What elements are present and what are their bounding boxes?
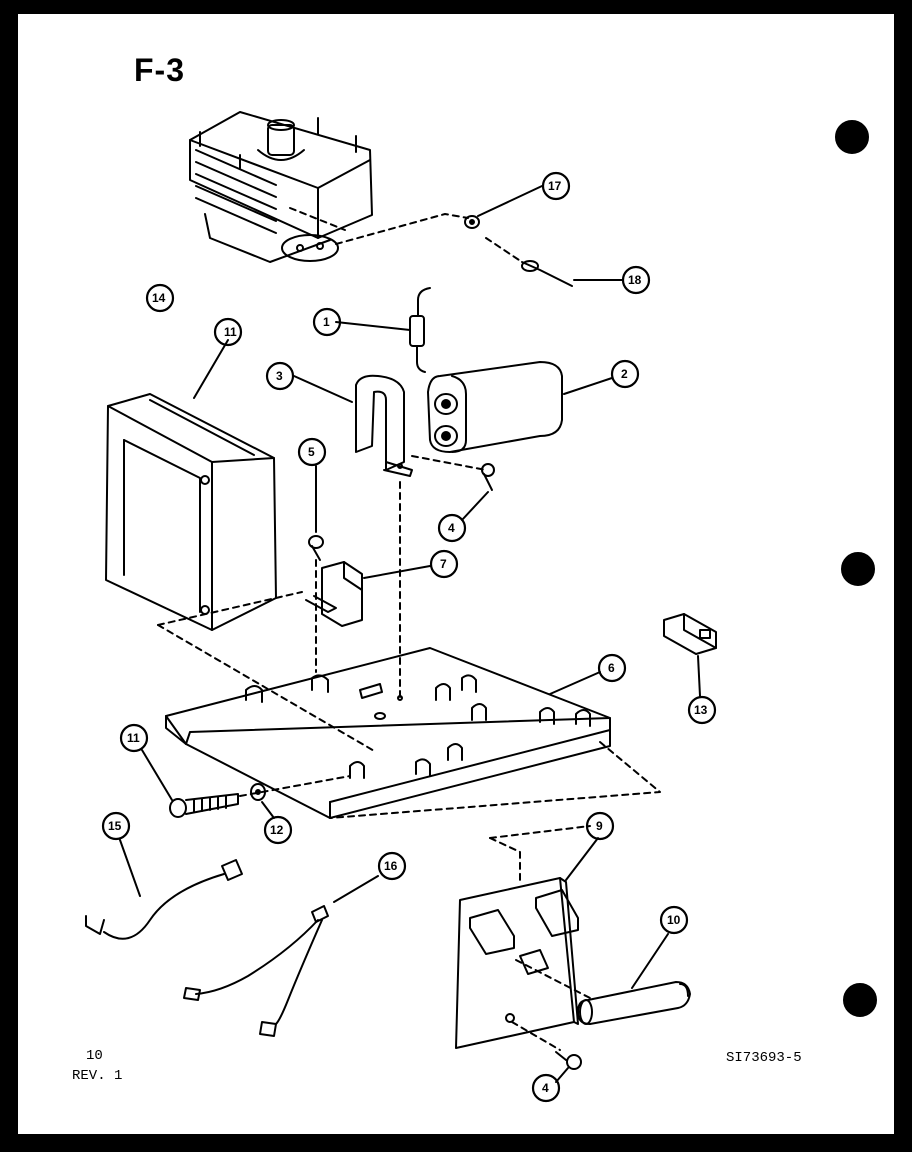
terminal-pin-part bbox=[521, 260, 573, 287]
binder-hole-middle bbox=[841, 552, 875, 586]
callout-18-label: 18 bbox=[628, 273, 642, 287]
figure-title: F-3 bbox=[134, 52, 185, 88]
capacitor-bracket-part bbox=[355, 374, 413, 477]
callout-bubbles bbox=[101, 171, 717, 1103]
callout-12-label: 12 bbox=[270, 823, 284, 837]
revision-label: REV. 1 bbox=[72, 1068, 123, 1084]
transformer-part bbox=[105, 393, 277, 631]
screw-part-small bbox=[308, 535, 324, 561]
fuse-part bbox=[577, 981, 691, 1025]
callout-4-lower-label: 4 bbox=[542, 1081, 549, 1095]
screw-part-lower bbox=[555, 1051, 582, 1070]
switch-bracket-part bbox=[305, 561, 363, 627]
screw-part-upper bbox=[481, 463, 495, 491]
page-number: 10 bbox=[86, 1048, 103, 1064]
callout-13-label: 13 bbox=[694, 703, 708, 717]
callout-2-label: 2 bbox=[621, 367, 628, 381]
callout-5-label: 5 bbox=[308, 445, 315, 459]
callout-7-label: 11 bbox=[224, 325, 237, 339]
magnetron-part bbox=[189, 111, 373, 263]
callout-10-label: 10 bbox=[667, 913, 681, 927]
fuse-holder-board-part bbox=[455, 877, 579, 1049]
callout-9-label: 9 bbox=[596, 819, 603, 833]
callout-1-label: 1 bbox=[323, 315, 330, 329]
callout-15-label: 15 bbox=[108, 819, 122, 833]
callout-8-label: 7 bbox=[440, 557, 447, 571]
document-id: SI73693-5 bbox=[726, 1050, 802, 1066]
nut-part bbox=[464, 215, 480, 229]
callout-11-label: 11 bbox=[127, 731, 140, 745]
callout-17-label: 17 bbox=[548, 179, 562, 193]
callout-6-label: 6 bbox=[608, 661, 615, 675]
diode-part bbox=[409, 287, 431, 373]
binder-hole-bottom bbox=[843, 983, 877, 1017]
base-plate-part bbox=[165, 647, 611, 819]
binder-hole-top bbox=[835, 120, 869, 154]
callout-16-label: 16 bbox=[384, 859, 398, 873]
connector-part bbox=[663, 613, 717, 655]
capacitor-part bbox=[427, 361, 563, 453]
drawing-sheet bbox=[18, 14, 894, 1134]
callout-4-upper-label: 4 bbox=[448, 521, 455, 535]
wire-lead-part bbox=[85, 859, 243, 940]
callout-14-label: 14 bbox=[152, 291, 166, 305]
long-screw-part bbox=[169, 793, 239, 818]
callout-3-label: 3 bbox=[276, 369, 283, 383]
wire-harness-part bbox=[183, 905, 329, 1037]
